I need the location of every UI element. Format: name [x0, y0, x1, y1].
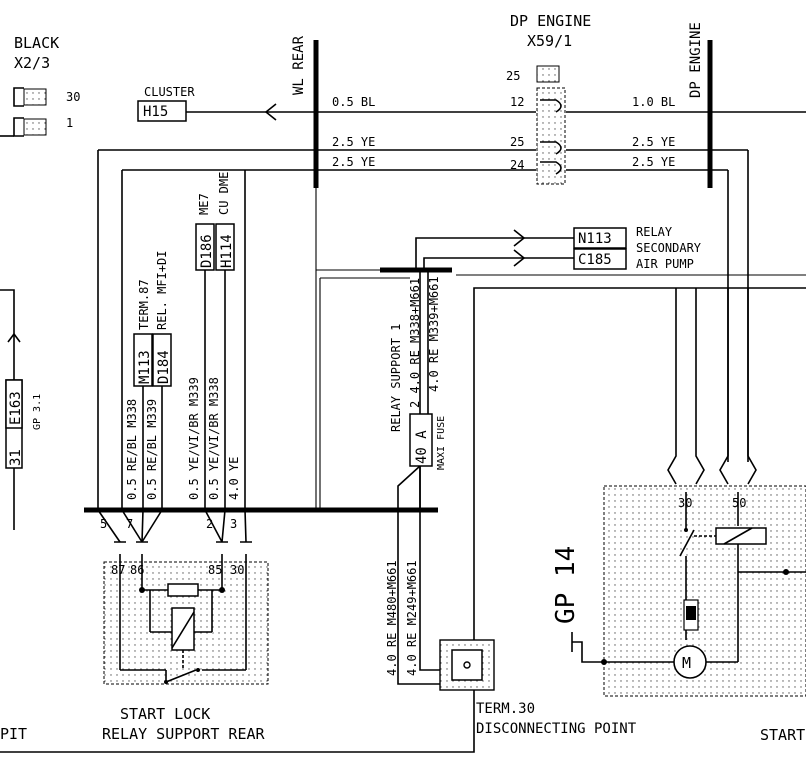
connector-black-pin-30: 30: [66, 90, 80, 104]
resistor: [167, 583, 199, 597]
dp-pin-25: 25: [510, 135, 524, 149]
start-lock-label-0: START LOCK: [120, 705, 210, 723]
relay-secondary-code-c185: C185: [578, 252, 612, 268]
starter-gp14: 30 50 M STARTER GP 14: [551, 288, 806, 744]
relay-secondary-label-0: RELAY: [636, 225, 673, 239]
dp-engine-code: X59/1: [527, 32, 572, 50]
term30-label-0: TERM.30: [476, 701, 535, 717]
start-lock-pin-30: 30: [230, 563, 244, 577]
starter-label: STARTER: [760, 726, 806, 744]
wire-label-0-right: 1.0 BL: [632, 95, 675, 109]
term87-label-1: REL. MFI+DI: [155, 251, 169, 330]
me7-label-1: CU DME: [217, 172, 231, 215]
me7-code-h114: H114: [219, 234, 235, 268]
connector-pin-7: 7: [126, 517, 133, 531]
relay-support-1-wire-1: 4.0 RE M339+M661: [427, 276, 441, 392]
start-lock-label-1: RELAY SUPPORT REAR: [102, 725, 266, 743]
gp31-code-31: 31: [8, 449, 24, 466]
maxi-fuse-box: [409, 413, 433, 467]
gp-3-1: 31 E163 GP 3.1: [0, 289, 43, 469]
wl-rear-label: WL REAR: [291, 35, 307, 95]
wire-label-2-left: 2.5 YE: [332, 155, 375, 169]
term87-code-d184: D184: [156, 350, 172, 384]
maxi-fuse-rating: 40 A: [414, 430, 430, 464]
relay-secondary-label-1: SECONDARY: [636, 241, 702, 255]
dp-pin-12: 12: [510, 95, 524, 109]
start-lock-pin-85: 85: [208, 563, 222, 577]
wire-label-1-right: 2.5 YE: [632, 135, 675, 149]
relay-wire-4: 4.0 YE: [227, 457, 241, 500]
connector-pin-3: 3: [230, 517, 237, 531]
dp-engine-bus-label: DP ENGINE: [688, 22, 704, 98]
relay-support-1: RELAY SUPPORT 1 2 4.0 RE M338+M661 4.0 R…: [389, 270, 447, 510]
dp-pin-25-top: 25: [506, 69, 520, 83]
dp-engine-title: DP ENGINE: [510, 12, 591, 30]
relay-support-1-label: RELAY SUPPORT 1: [389, 324, 403, 432]
connector-black-x2-3: BLACK X2/3 30 1: [0, 34, 80, 137]
relay-support-1-wire-0: 2 4.0 RE M338+M661: [408, 278, 422, 408]
me7-code-d186: D186: [199, 234, 215, 268]
arrow-to-cluster: [264, 103, 277, 121]
relay-secondary-code-n113: N113: [578, 231, 612, 247]
dp-pin-24: 24: [510, 158, 524, 172]
relay-wire-1: 0.5 RE/BL M339: [145, 399, 159, 500]
connector-black-title: BLACK: [14, 34, 59, 52]
term30-wire-1: 4.0 RE M249+M661: [405, 560, 419, 676]
dp-engine-connector: DP ENGINE X59/1 25 12 25 24: [506, 12, 591, 185]
term-87-relay: TERM.87 REL. MFI+DI M113 D184: [133, 251, 172, 387]
cockpit-fragment: PIT: [0, 725, 27, 743]
gp31-code-e163: E163: [8, 391, 24, 425]
cluster-code: H15: [143, 104, 168, 120]
connector-black-code: X2/3: [14, 54, 50, 72]
wire-label-0-left: 0.5 BL: [332, 95, 375, 109]
cluster-h15: CLUSTER H15: [137, 85, 195, 122]
wire-label-2-right: 2.5 YE: [632, 155, 675, 169]
connector-pin-2: 2: [206, 517, 213, 531]
me7-label-0: ME7: [197, 193, 211, 215]
relay-secondary-label-2: AIR PUMP: [636, 257, 694, 271]
term30-wire-0: 4.0 RE M480+M661: [385, 560, 399, 676]
gp31-label: GP 3.1: [32, 394, 43, 430]
start-lock-pin-87: 87: [111, 563, 125, 577]
starter-solenoid: [715, 527, 767, 545]
term-30-disconnecting-point: 4.0 RE M480+M661 4.0 RE M249+M661 TERM.3…: [385, 465, 637, 737]
relay-wire-0: 0.5 RE/BL M338: [125, 399, 139, 500]
starter-motor-label: M: [682, 654, 691, 672]
start-lock-pin-86: 86: [130, 563, 144, 577]
start-lock-relay: 87 86 85 30 START LOCK RELAY SUPPORT REA…: [102, 541, 269, 743]
term87-label-0: TERM.87: [137, 279, 151, 330]
relay-secondary-air-pump: N113 C185 RELAY SECONDARY AIR PUMP: [573, 225, 702, 271]
maxi-fuse-label: MAXI FUSE: [436, 416, 447, 470]
connector-black-pin-1: 1: [66, 116, 73, 130]
cluster-title: CLUSTER: [144, 85, 195, 99]
connector-pin-5: 5: [100, 517, 107, 531]
relay-wire-3: 0.5 YE/VI/BR M338: [207, 377, 221, 500]
connector-black-plug-30: [13, 87, 24, 107]
term87-code-m113: M113: [137, 350, 153, 384]
connector-black-plug-1: [13, 117, 24, 137]
relay-wire-2: 0.5 YE/VI/BR M339: [187, 377, 201, 500]
wire-label-1-left: 2.5 YE: [332, 135, 375, 149]
starter-pin-50: 50: [732, 496, 746, 510]
starter-gp-label: GP 14: [551, 546, 581, 624]
cluster-code-box: [137, 100, 187, 122]
me7-cu-dme: ME7 CU DME D186 H114: [195, 172, 235, 271]
term30-label-1: DISCONNECTING POINT: [476, 721, 637, 737]
